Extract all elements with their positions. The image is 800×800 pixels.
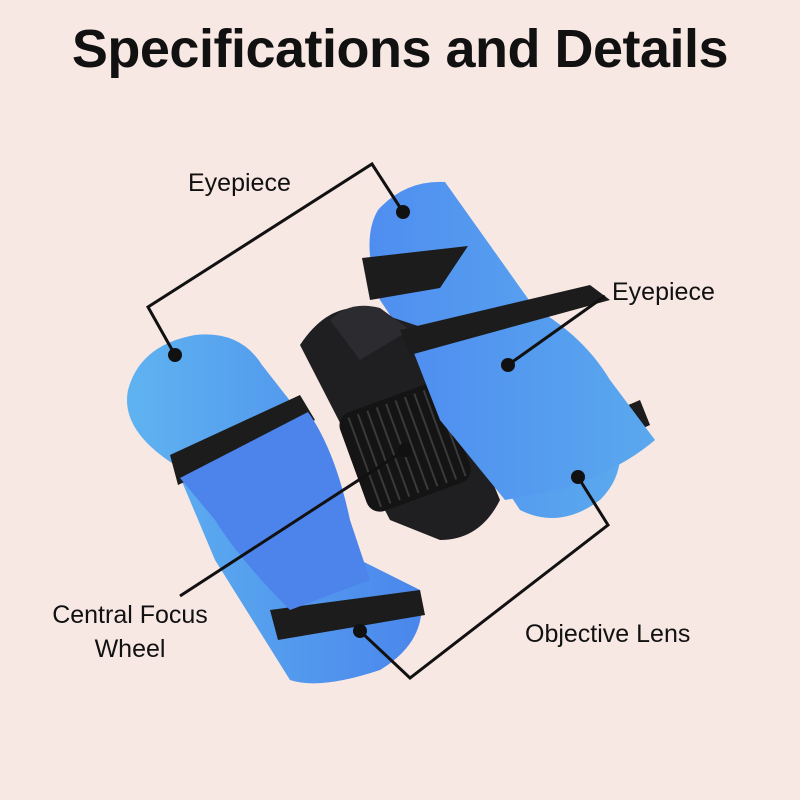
label-central-focus-line2: Wheel xyxy=(94,635,166,663)
callout-dots xyxy=(168,205,585,638)
callout-lines xyxy=(145,161,610,680)
label-objective-lens: Objective Lens xyxy=(525,620,691,648)
left-barrel xyxy=(126,334,425,684)
right-eyepiece-band xyxy=(400,285,610,355)
page-title: Specifications and Details xyxy=(71,19,729,79)
label-eyepiece-left: Eyepiece xyxy=(188,169,291,197)
label-central-focus-wheel: Central Focus Wheel xyxy=(40,598,220,666)
label-central-focus-line1: Central Focus xyxy=(52,601,208,629)
label-eyepiece-right: Eyepiece xyxy=(612,278,715,306)
right-barrel-front xyxy=(405,300,655,500)
